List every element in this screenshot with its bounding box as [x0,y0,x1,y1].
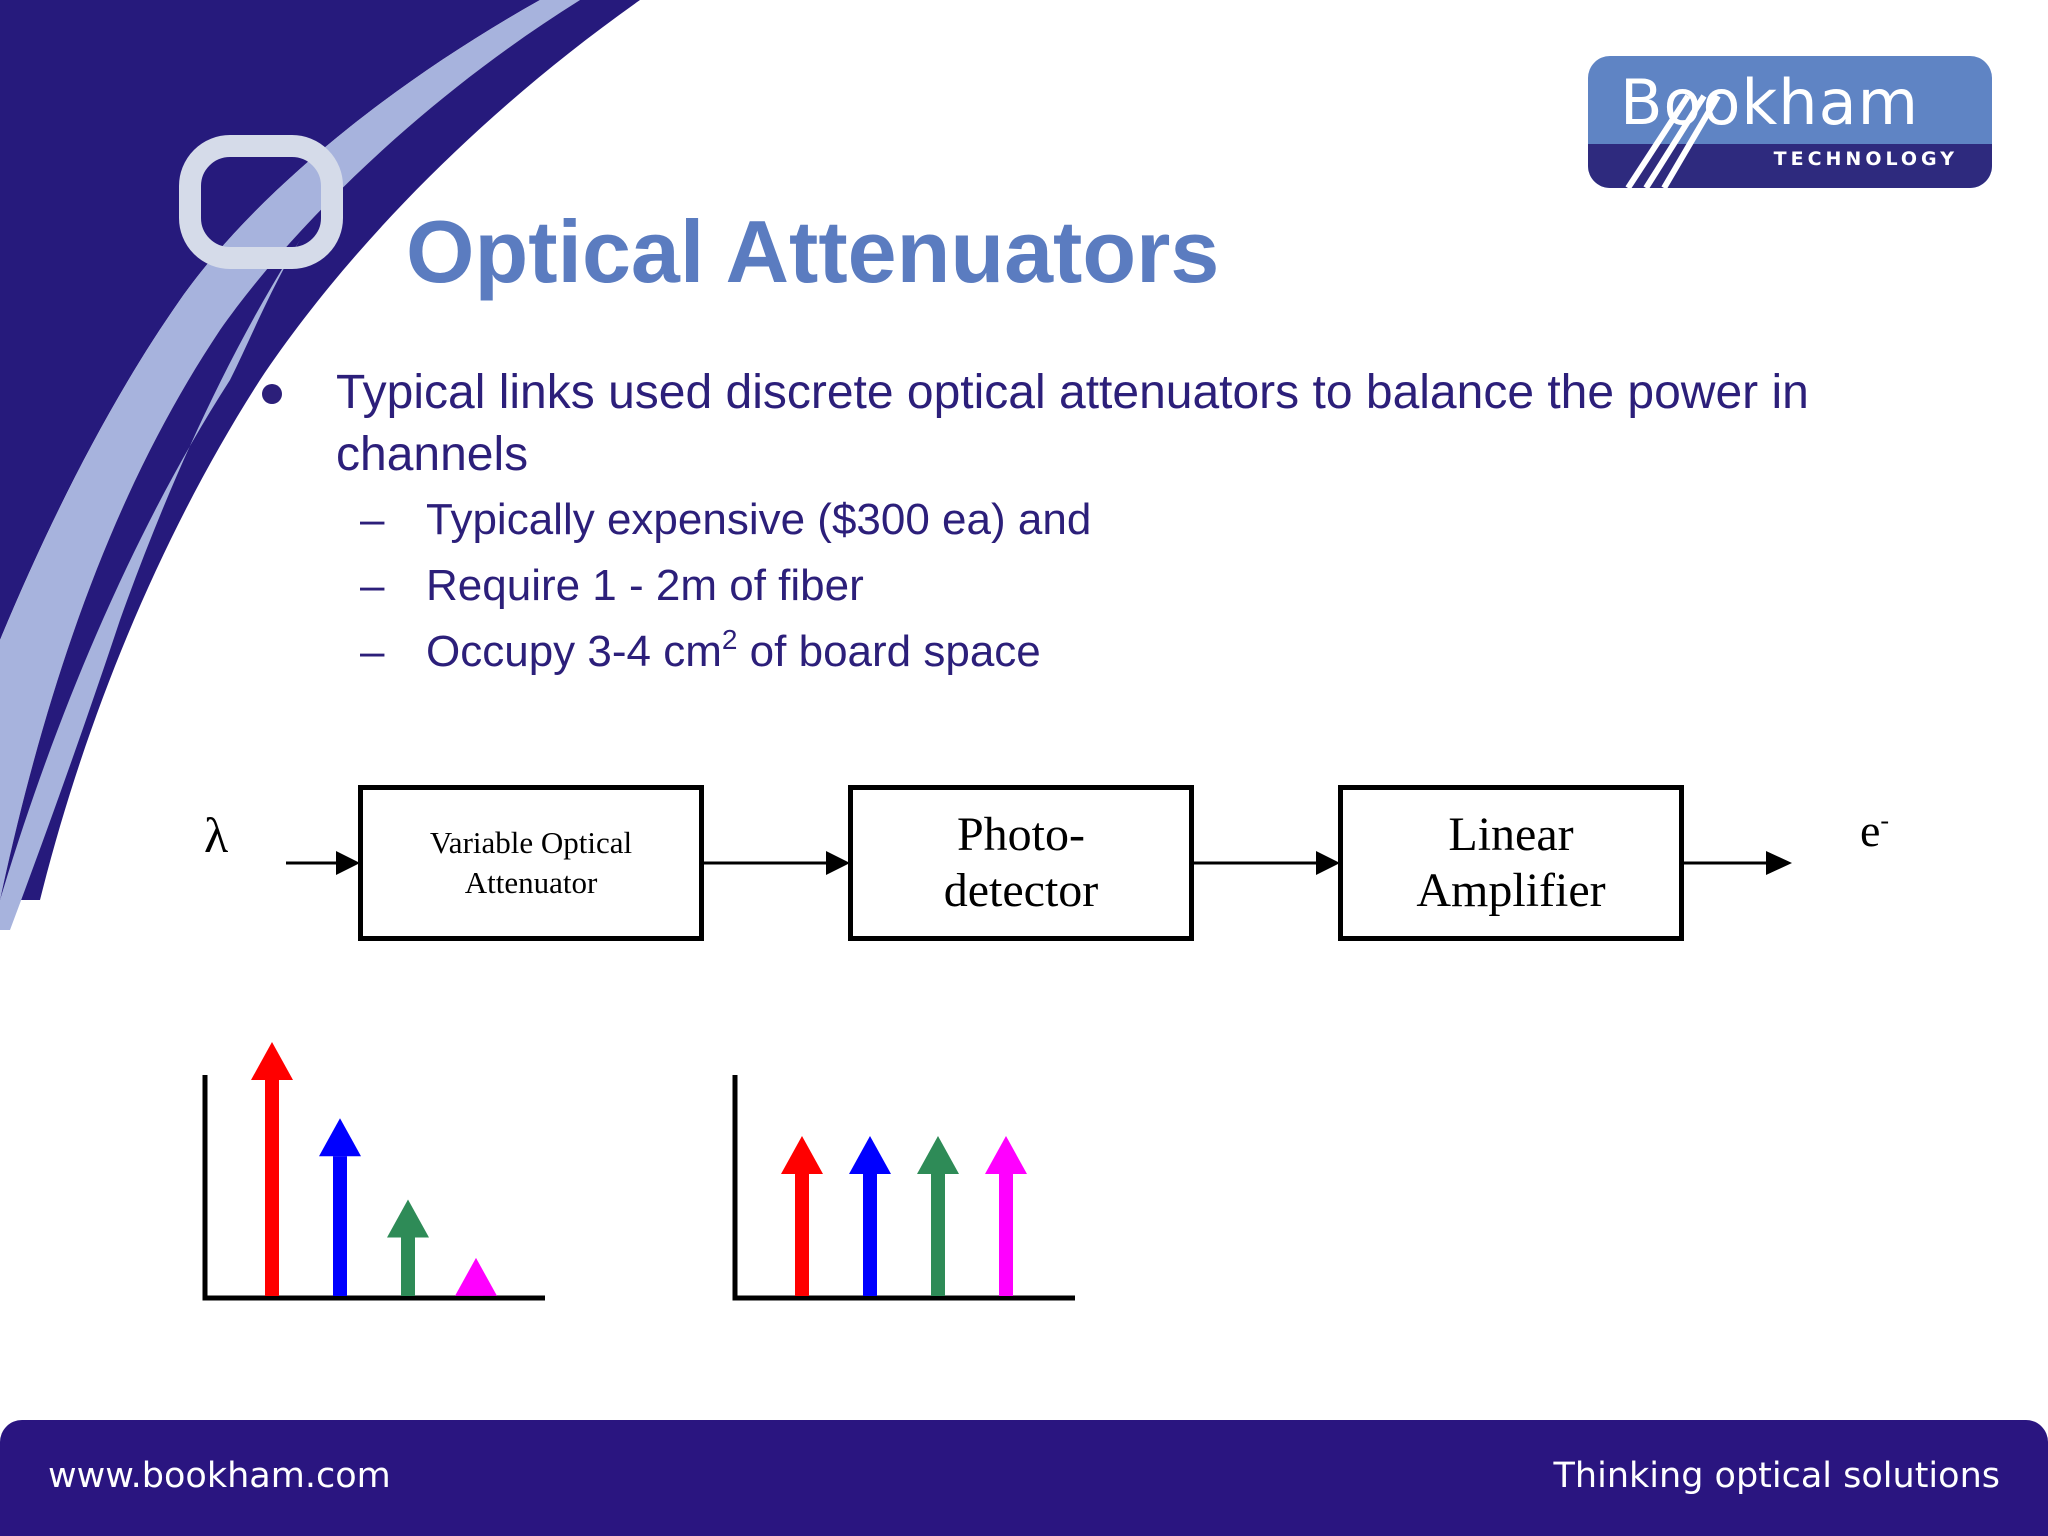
block-linear-amplifier: Linear Amplifier [1338,785,1684,941]
slide-title: Optical Attenuators [406,202,1220,301]
logo-swoosh-icon [1625,94,1721,188]
spectrum-before-axes [202,1075,545,1301]
block-label-line2: detector [943,864,1099,917]
main-bullet: Typical links used discrete optical atte… [336,366,1809,481]
sub-item-text: Typically expensive ($300 ea) and [426,495,1092,544]
block-label-line1: Photo- [956,808,1085,861]
before-channel-2-arrowhead [319,1118,361,1157]
bookham-logo: Bookham TECHNOLOGY [1588,56,1992,188]
after-channel-2-arrowhead [849,1135,891,1174]
ring-icon [179,135,343,269]
block-photodetector: Photo- detector [848,785,1194,941]
sub-item-text: Occupy 3-4 cm2 of board space [426,626,1041,676]
after-channel-1-shaft [795,1173,809,1296]
logo-wordmark: Bookham [1620,66,1919,139]
output-superscript: - [1880,806,1890,835]
spectrum-after [732,1075,1075,1301]
swoosh-dark-arc [0,0,640,900]
arrow-output-head [1766,851,1792,875]
input-lambda: λ [204,807,229,863]
swoosh-dark-band [0,0,540,640]
spectrum-after-axes [732,1075,1075,1301]
swoosh-light-band [0,0,580,900]
before-channel-1-arrowhead [251,1042,293,1080]
after-channel-2-shaft [863,1173,877,1296]
arrow-input-head [336,851,360,875]
after-channel-3-arrowhead [917,1135,959,1174]
bullet-icon [262,384,282,404]
block-label-line2: Attenuator [464,865,598,900]
output-symbol: e [1860,805,1881,856]
after-channel-1-arrowhead [781,1135,823,1174]
before-channel-3-arrowhead [387,1199,429,1238]
arrow-voa-to-pd-head [826,851,850,875]
footer-url: www.bookham.com [48,1456,391,1496]
superscript: 2 [721,624,738,655]
dash-icon: – [360,495,385,544]
before-channel-3-shaft [401,1237,415,1296]
block-label-line1: Variable Optical [429,825,633,860]
before-channel-2-shaft [333,1156,347,1296]
dash-icon: – [360,627,385,676]
logo-tagline: TECHNOLOGY [1773,148,1958,170]
footer-slogan: Thinking optical solutions [1553,1456,2000,1496]
swoosh-light-arc [0,240,300,930]
footer-bar [0,1420,2048,1536]
after-channel-4-shaft [999,1173,1013,1296]
after-channel-3-shaft [931,1173,945,1296]
sub-item-text: Require 1 - 2m of fiber [426,561,864,610]
before-channel-1-shaft [265,1080,279,1296]
arrow-pd-to-amp-head [1316,851,1340,875]
output-electron: e- [1860,808,1889,854]
sub-item-text-main: Occupy 3-4 cm [426,627,722,676]
sub-item-text-tail: of board space [737,627,1041,676]
before-channel-4-arrowhead [455,1257,497,1296]
after-channel-4-arrowhead [985,1135,1027,1174]
dash-icon: – [360,561,385,610]
block-label-line2: Amplifier [1416,864,1606,917]
block-label-line1: Linear [1448,808,1574,861]
spectrum-before [202,1042,545,1301]
block-variable-optical-attenuator: Variable Optical Attenuator [358,785,704,941]
